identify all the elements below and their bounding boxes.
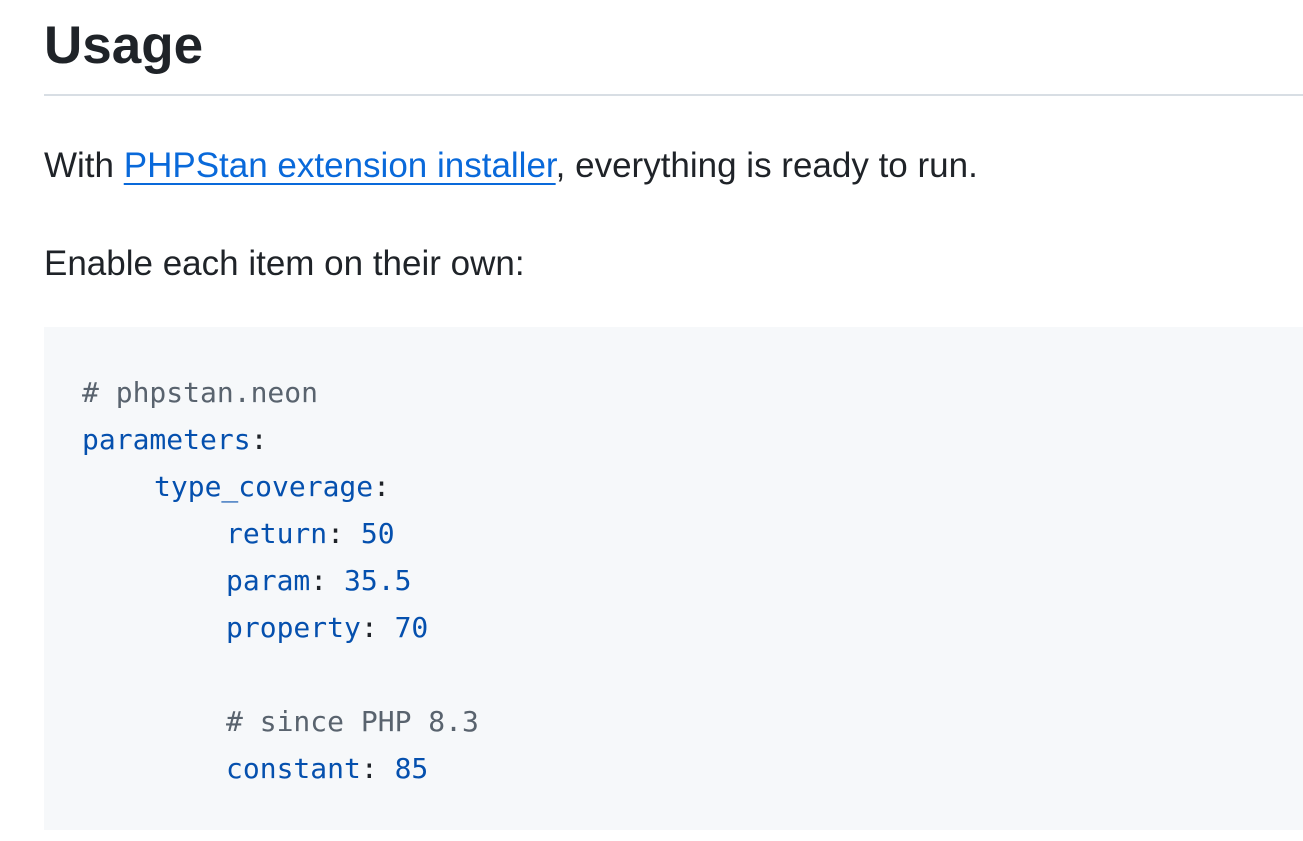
code-colon: : [250,423,268,456]
intro-paragraph: With PHPStan extension installer, everyt… [44,142,978,190]
code-comment-filename: # phpstan.neon [82,376,319,409]
code-line-parameters: parameters: [82,416,267,463]
code-value: 70 [394,611,429,644]
code-colon: : [310,564,328,597]
code-colon: : [360,752,378,785]
code-key: property [226,611,361,644]
code-value: 35.5 [344,564,412,597]
code-line-type-coverage: type_coverage: [82,463,390,510]
phpstan-extension-installer-link[interactable]: PHPStan extension installer [123,146,556,185]
code-key: type_coverage [154,470,374,503]
code-colon: : [327,517,345,550]
instruction-paragraph: Enable each item on their own: [44,244,525,283]
code-colon: : [373,470,391,503]
code-block[interactable]: # phpstan.neon parameters: type_coverage… [44,327,1303,830]
section-heading: Usage [44,16,204,75]
code-line-property: property: 70 [82,604,428,651]
heading-divider [44,94,1303,96]
code-line-return: return: 50 [82,510,395,557]
code-key: constant [226,752,361,785]
code-value: 50 [360,517,395,550]
intro-prefix: With [44,146,124,185]
code-key: param [226,564,311,597]
code-colon: : [360,611,378,644]
code-comment-since-php: # since PHP 8.3 [226,705,479,738]
code-key: return [226,517,328,550]
intro-suffix: , everything is ready to run. [555,146,978,185]
code-line-param: param: 35.5 [82,557,411,604]
code-value: 85 [394,752,429,785]
code-line-constant: constant: 85 [82,745,428,792]
code-key: parameters [82,423,251,456]
